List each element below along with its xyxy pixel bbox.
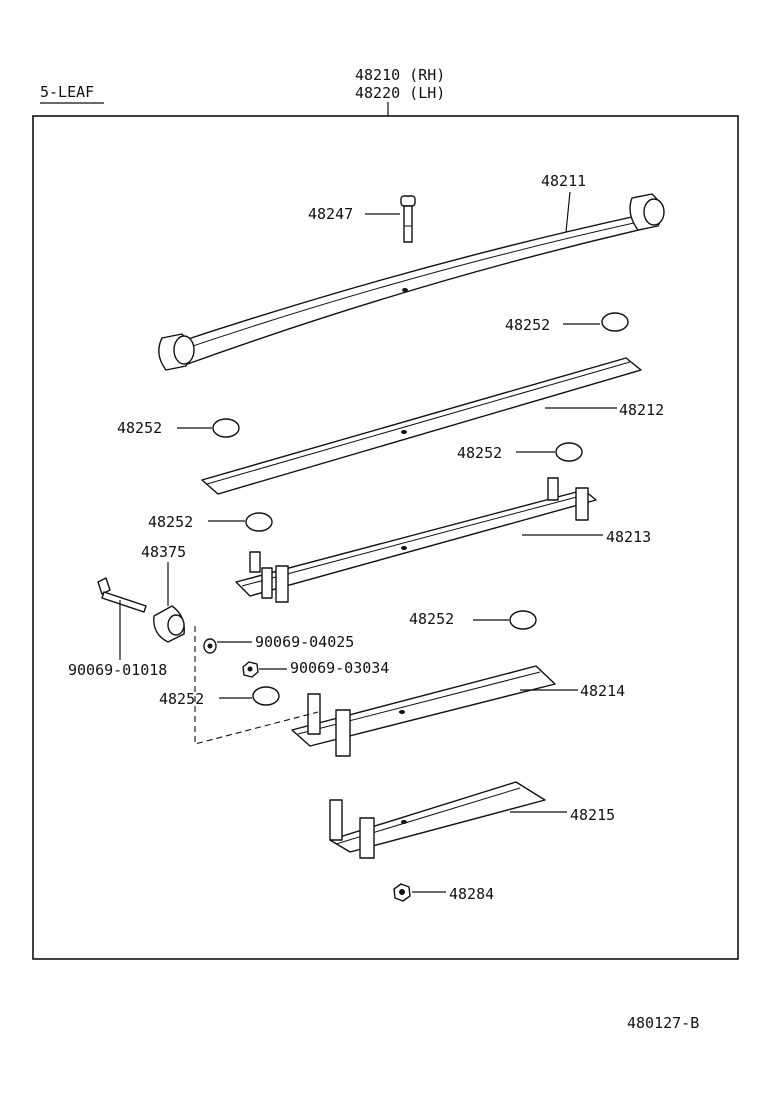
insert-48252-d: 48252 <box>148 512 273 532</box>
label-insert-b: 48252 <box>117 419 162 437</box>
label-center-bolt: 48247 <box>308 205 353 223</box>
assembly-number-rh: 48210 (RH) <box>355 66 445 84</box>
leaf-48212 <box>201 357 642 495</box>
assembly-dashed-line <box>194 626 319 745</box>
label-main-leaf: 48211 <box>541 172 586 190</box>
variant-label: 5-LEAF <box>40 83 94 101</box>
label-insert-e: 48252 <box>409 610 454 628</box>
label-leaf-48215: 48215 <box>570 806 615 824</box>
label-insert-c: 48252 <box>457 444 502 462</box>
main-leaf-48211 <box>158 193 665 371</box>
label-insert-a: 48252 <box>505 316 550 334</box>
center-bolt-48247 <box>400 195 416 243</box>
washer-90069-04025 <box>203 638 217 654</box>
insert-48252-e: 48252 <box>409 610 537 630</box>
label-leaf-48212: 48212 <box>619 401 664 419</box>
bolt-90069-01018 <box>97 577 147 613</box>
insert-48252-a: 48252 <box>505 312 629 334</box>
label-insert-d: 48252 <box>148 513 193 531</box>
label-nut: 48284 <box>449 885 494 903</box>
leader-main-leaf <box>565 191 571 233</box>
leaf-48213 <box>235 477 597 603</box>
label-bolt: 90069-01018 <box>68 661 167 679</box>
label-leaf-48213: 48213 <box>606 528 651 546</box>
label-washer: 90069-04025 <box>255 633 354 651</box>
diagram-frame <box>32 115 739 960</box>
insert-48252-f: 48252 <box>159 686 280 708</box>
label-bushing: 48375 <box>141 543 186 561</box>
leaf-48215 <box>329 781 546 859</box>
nut-48284 <box>393 883 411 902</box>
assembly-number-lh: 48220 (LH) <box>355 84 445 102</box>
insert-48252-b: 48252 <box>117 418 240 438</box>
label-insert-f: 48252 <box>159 690 204 708</box>
bushing-48375 <box>153 605 185 643</box>
leaf-48214 <box>291 665 556 757</box>
nut-90069-03034 <box>242 661 259 678</box>
figure-code: 480127-B <box>627 1014 699 1032</box>
insert-48252-c: 48252 <box>457 442 583 462</box>
label-leaf-48214: 48214 <box>580 682 625 700</box>
label-nut-clip: 90069-03034 <box>290 659 389 677</box>
